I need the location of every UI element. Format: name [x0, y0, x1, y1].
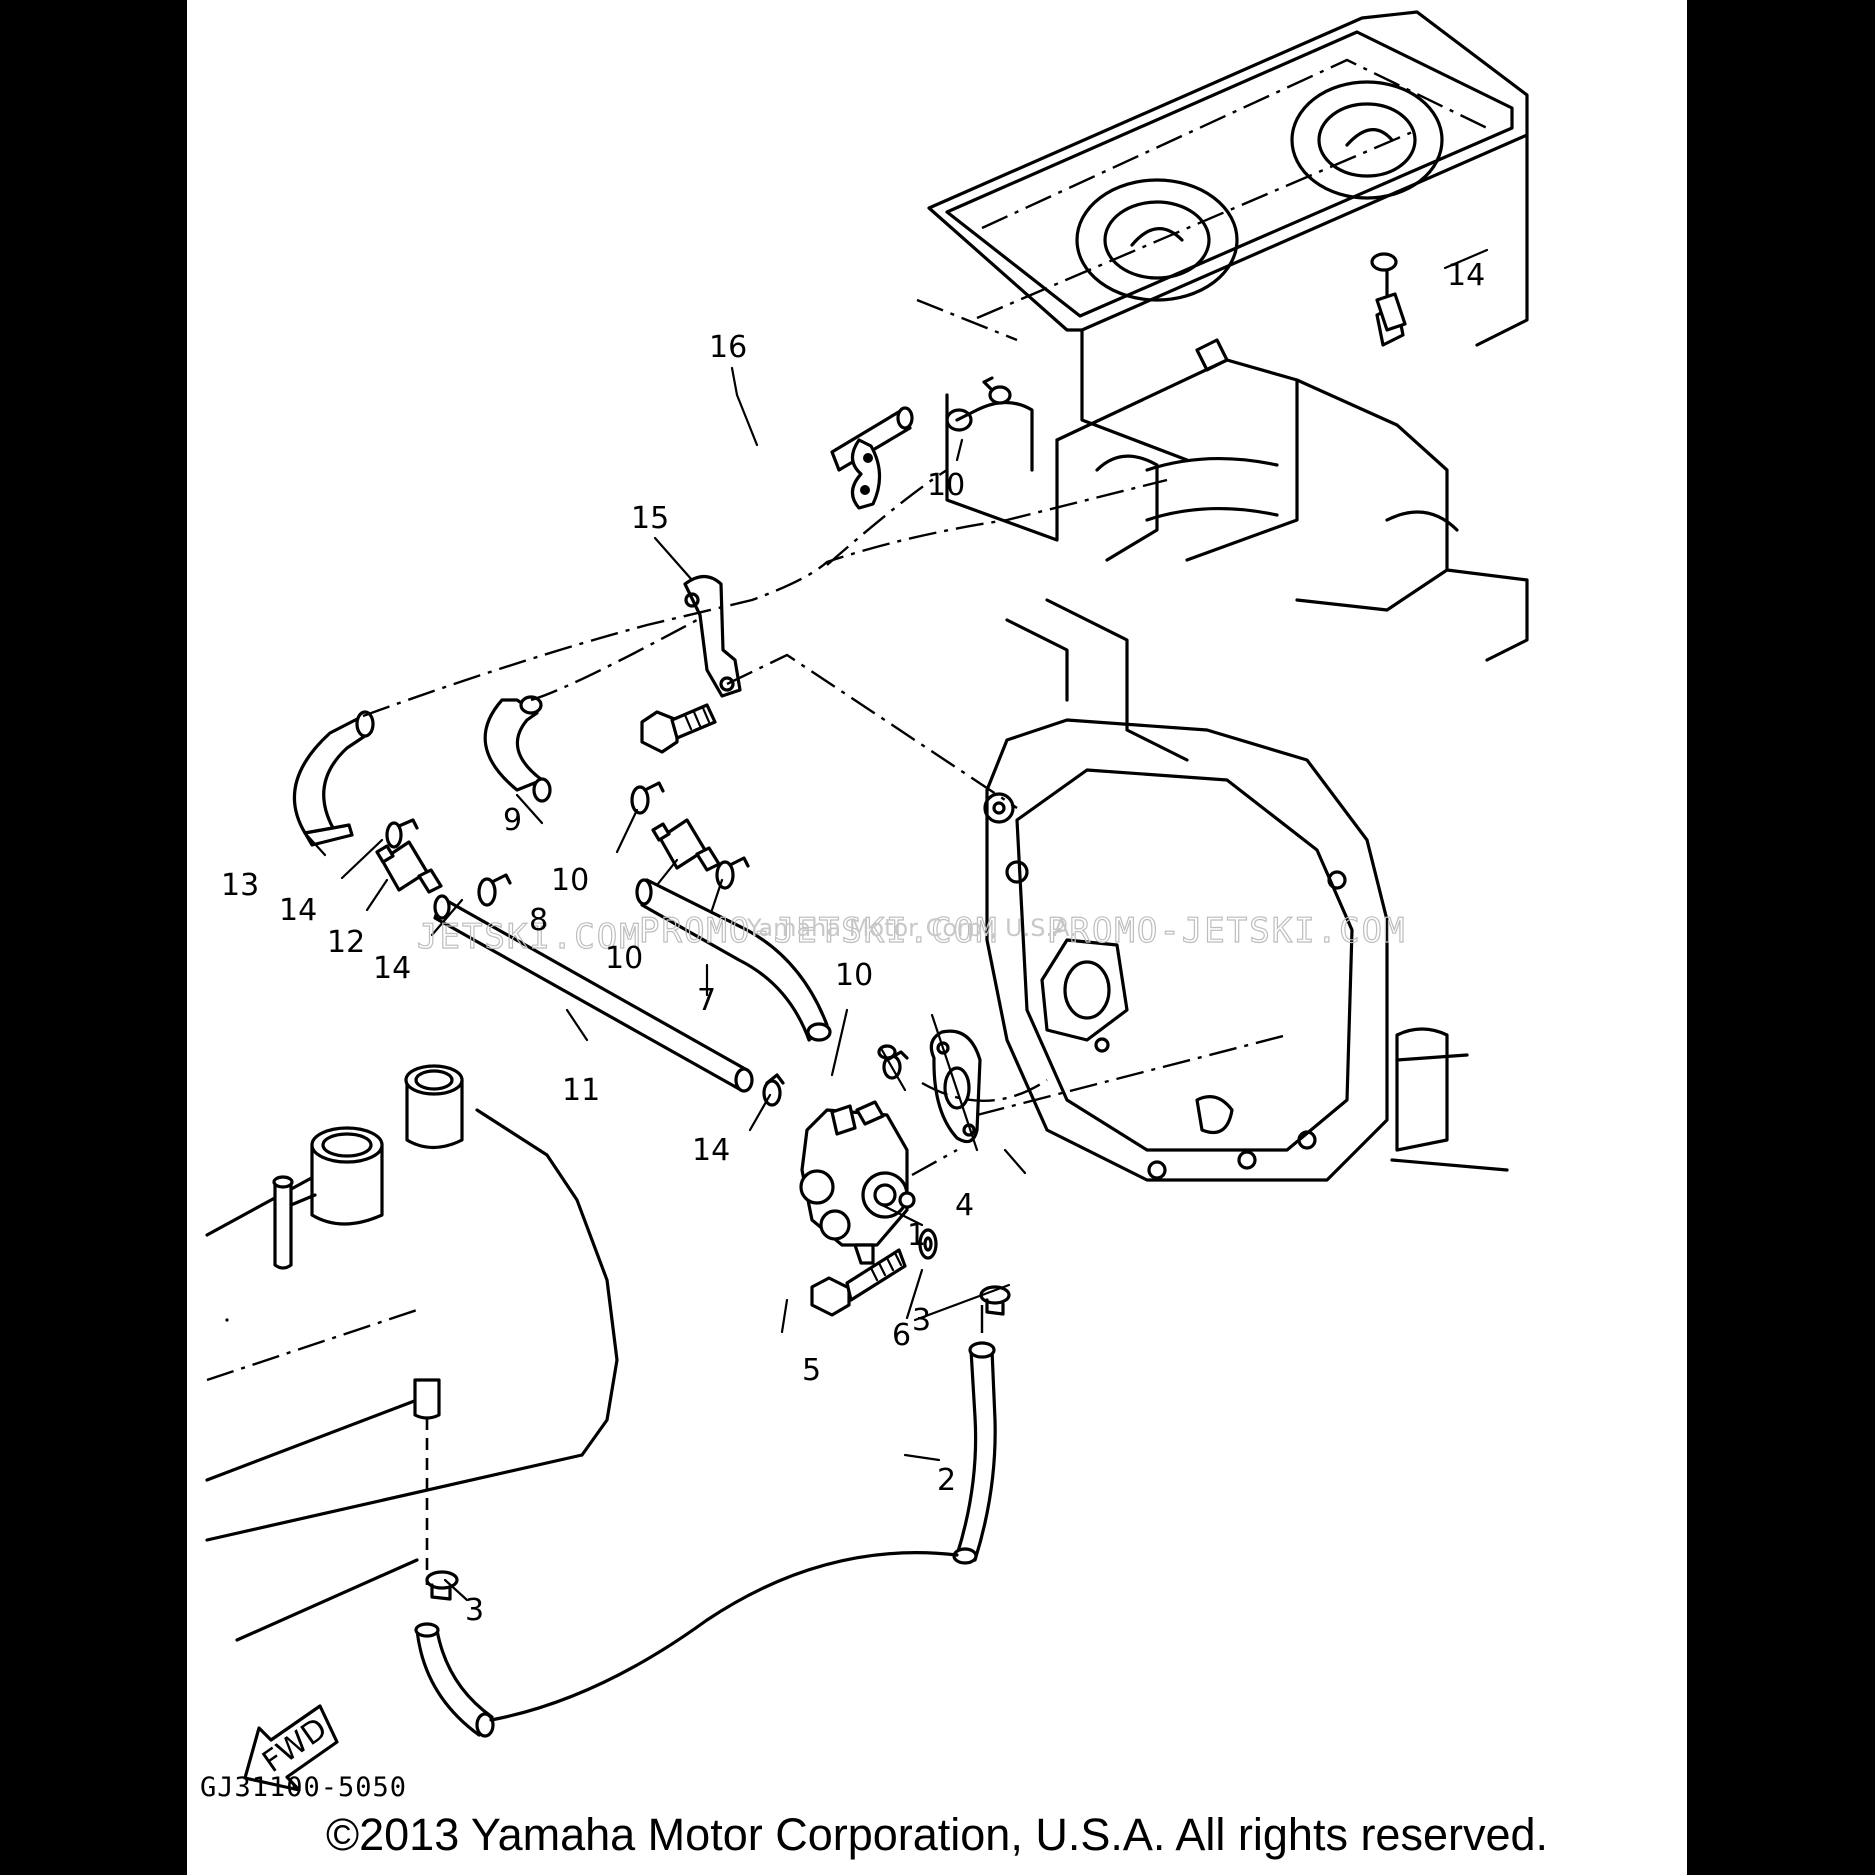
- watermark-center: PROMO-JETSKI.COM: [639, 911, 999, 951]
- callout-16: 16: [709, 330, 747, 365]
- oil-tank: [205, 1064, 619, 1642]
- engine-block: [927, 10, 1529, 1182]
- callout-4: 4: [955, 1188, 974, 1223]
- washer-6: [918, 1228, 938, 1260]
- callout-14a: 14: [279, 893, 317, 928]
- hose-bottom: [414, 1622, 495, 1738]
- hose-11: [433, 894, 754, 1093]
- callout-14c: 14: [692, 1133, 730, 1168]
- leader-lines: [303, 248, 1489, 1602]
- callout-9: 9: [503, 803, 522, 838]
- bolt-top: [640, 703, 717, 754]
- callout-2: 2: [937, 1463, 956, 1498]
- hose-7: [635, 878, 832, 1042]
- fitting-right: [1375, 292, 1407, 332]
- clip-16: [850, 438, 882, 510]
- exploded-view-drawing: FWD JETSKI.COM PROMO-JETSKI.COM PROMO-JE…: [205, 10, 1529, 1792]
- callout-10c: 10: [835, 958, 873, 993]
- callout-5: 5: [802, 1353, 821, 1388]
- oil-pump-1: [799, 1100, 916, 1265]
- callout-14d: 14: [1447, 258, 1485, 293]
- callout-3a: 3: [912, 1303, 931, 1338]
- callout-7: 7: [697, 983, 716, 1018]
- callout-15: 15: [631, 501, 669, 536]
- hose-2: [952, 1341, 997, 1565]
- watermark-left: JETSKI.COM: [417, 917, 642, 957]
- callout-1: 1: [907, 1218, 926, 1253]
- watermark-right: PROMO-JETSKI.COM: [1047, 911, 1407, 951]
- callout-10b: 10: [605, 941, 643, 976]
- callout-11: 11: [562, 1073, 600, 1108]
- callout-13: 13: [221, 868, 259, 903]
- watermark-owner: Yamaha Motor Corp., U.S.A.: [746, 914, 1077, 942]
- callout-6: 6: [892, 1318, 911, 1353]
- copyright-notice: ©2013 Yamaha Motor Corporation, U.S.A. A…: [325, 1809, 1549, 1860]
- callout-14b: 14: [373, 951, 411, 986]
- callout-3b: 3: [465, 1593, 484, 1628]
- bolt-5: [810, 1248, 907, 1317]
- callout-12: 12: [327, 925, 365, 960]
- hose-13: [292, 710, 375, 847]
- bracket-15: [683, 574, 742, 698]
- callout-10a: 10: [551, 863, 589, 898]
- parts-diagram-sheet: FWD JETSKI.COM PROMO-JETSKI.COM PROMO-JE…: [187, 0, 1687, 1875]
- check-valve-12: [375, 840, 443, 894]
- routing-lines: [362, 298, 1288, 1722]
- hose-9: [483, 695, 552, 803]
- check-valve-8: [651, 818, 721, 872]
- callout-8: 8: [529, 903, 548, 938]
- callout-10d: 10: [927, 468, 965, 503]
- diagram-code: GJ31100-5050: [200, 1772, 408, 1803]
- callout-numbers: 1 2 3 3 4 5 6 7 8 9 10 10 10 10 11 12 13…: [221, 258, 1485, 1628]
